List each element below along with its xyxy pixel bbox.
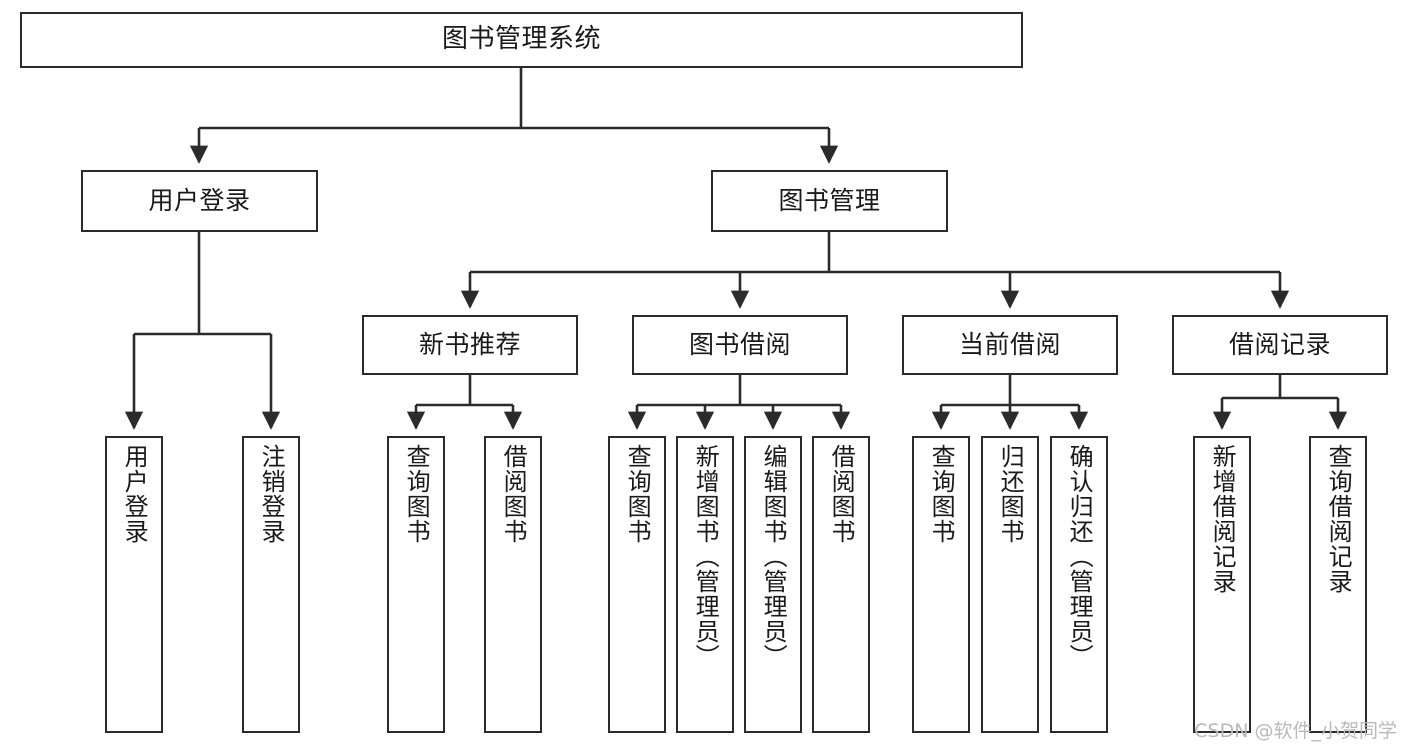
node-book-manage-label: 图书管理 (778, 185, 881, 215)
node-leaf-borrow-book-1[interactable]: 借阅图书 (484, 436, 542, 733)
node-leaf-return-book-label: 归还图书 (996, 444, 1025, 544)
node-leaf-query-record[interactable]: 查询借阅记录 (1309, 436, 1367, 733)
node-leaf-borrow-book-2[interactable]: 借阅图书 (812, 436, 870, 733)
node-current-borrow[interactable]: 当前借阅 (902, 315, 1118, 375)
node-leaf-confirm-return[interactable]: 确认归还（管理员） (1050, 436, 1108, 733)
node-leaf-borrow-book-1-label: 借阅图书 (499, 444, 528, 544)
node-leaf-return-book[interactable]: 归还图书 (981, 436, 1039, 733)
node-leaf-query-book-3-label: 查询图书 (927, 444, 956, 544)
node-user-login-label: 用户登录 (148, 185, 251, 215)
node-leaf-edit-book[interactable]: 编辑图书（管理员） (744, 436, 802, 733)
watermark: CSDN @软件_小贺同学 (1194, 720, 1397, 742)
node-book-manage[interactable]: 图书管理 (711, 170, 948, 232)
node-user-login[interactable]: 用户登录 (81, 170, 318, 232)
node-leaf-user-login[interactable]: 用户登录 (105, 436, 163, 733)
node-borrow-record[interactable]: 借阅记录 (1172, 315, 1388, 375)
node-root-label: 图书管理系统 (441, 24, 601, 55)
node-leaf-query-record-label: 查询借阅记录 (1324, 444, 1353, 594)
node-current-borrow-label: 当前借阅 (958, 329, 1061, 359)
node-leaf-add-record-label: 新增借阅记录 (1208, 444, 1237, 594)
node-leaf-add-book-label: 新增图书（管理员） (691, 444, 720, 669)
node-leaf-add-record[interactable]: 新增借阅记录 (1193, 436, 1251, 733)
node-book-borrow-label: 图书借阅 (688, 329, 791, 359)
node-leaf-query-book-3[interactable]: 查询图书 (912, 436, 970, 733)
node-leaf-query-book-1[interactable]: 查询图书 (387, 436, 445, 733)
node-borrow-record-label: 借阅记录 (1228, 329, 1331, 359)
node-leaf-query-book-1-label: 查询图书 (402, 444, 431, 544)
node-leaf-user-login-label: 用户登录 (120, 444, 149, 544)
node-new-book-rec[interactable]: 新书推荐 (362, 315, 578, 375)
node-book-borrow[interactable]: 图书借阅 (632, 315, 848, 375)
node-leaf-edit-book-label: 编辑图书（管理员） (759, 444, 788, 669)
node-leaf-query-book-2[interactable]: 查询图书 (608, 436, 666, 733)
node-leaf-add-book[interactable]: 新增图书（管理员） (676, 436, 734, 733)
node-leaf-logout-label: 注销登录 (257, 444, 286, 544)
node-root[interactable]: 图书管理系统 (20, 12, 1023, 68)
node-leaf-borrow-book-2-label: 借阅图书 (827, 444, 856, 544)
node-leaf-query-book-2-label: 查询图书 (623, 444, 652, 544)
node-leaf-confirm-return-label: 确认归还（管理员） (1065, 444, 1094, 669)
node-new-book-rec-label: 新书推荐 (418, 329, 521, 359)
node-leaf-logout[interactable]: 注销登录 (242, 436, 300, 733)
